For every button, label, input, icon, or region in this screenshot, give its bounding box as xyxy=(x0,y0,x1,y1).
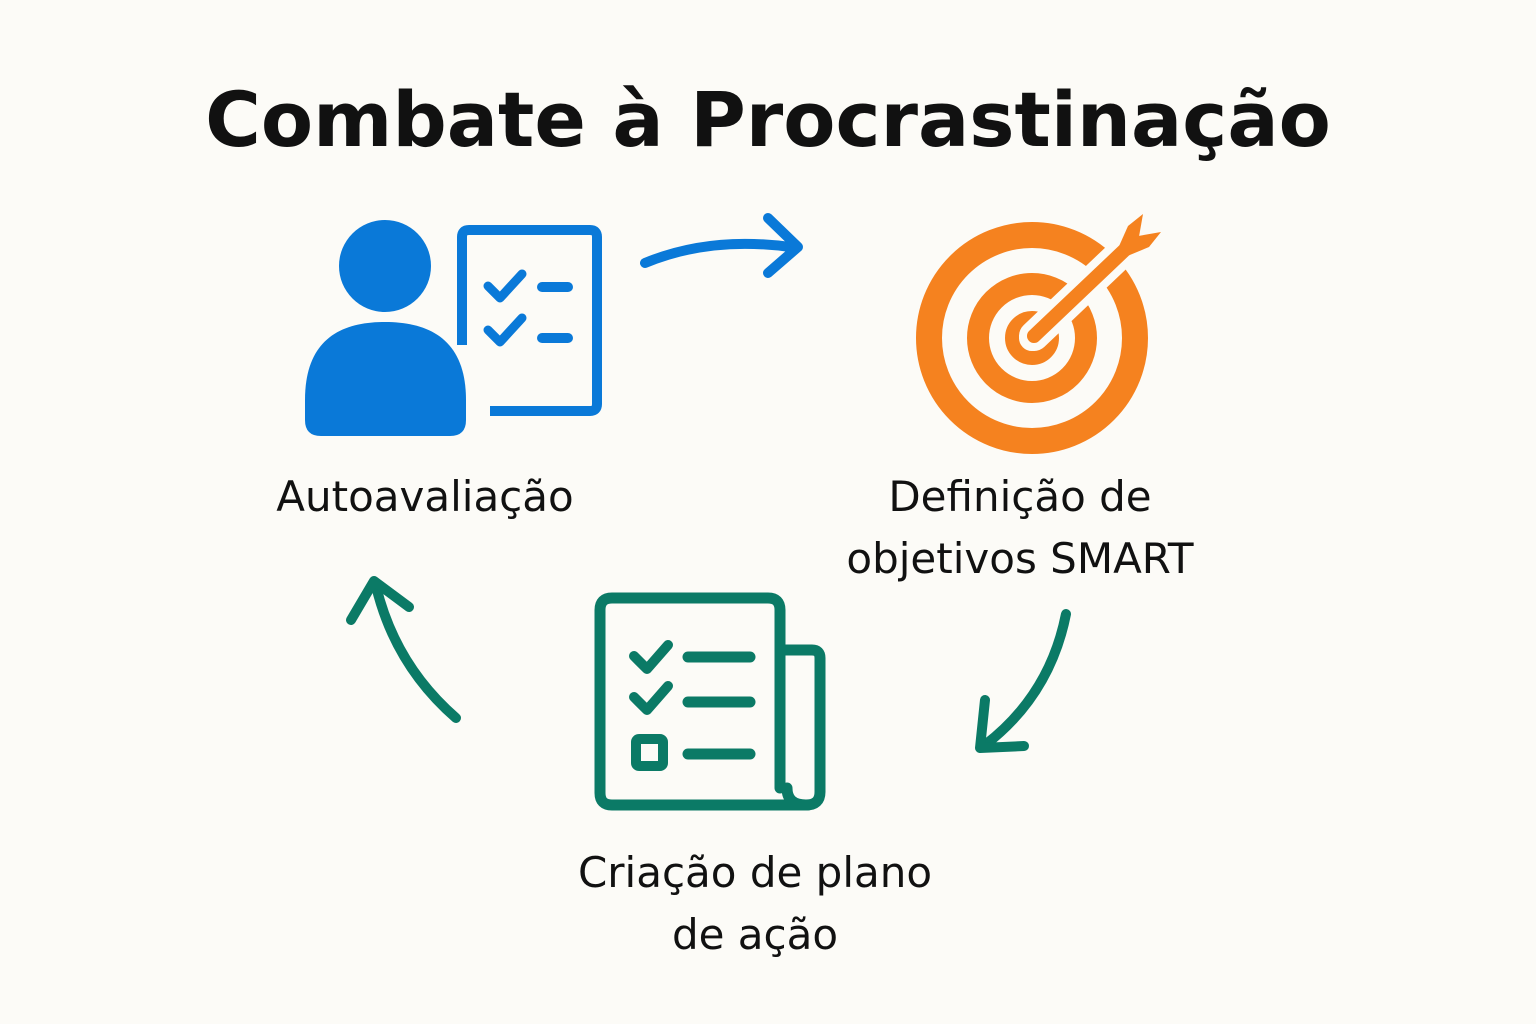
step-label-plano-de-acao: Criação de plano de ação xyxy=(505,842,1005,966)
step-label-autoavaliacao: Autoavaliação xyxy=(225,466,625,528)
target-with-arrow-icon xyxy=(916,214,1161,454)
step-label-line: Definição de xyxy=(888,472,1152,521)
curved-arrow-right-icon xyxy=(640,213,803,278)
step-label-line: de ação xyxy=(671,910,839,959)
curved-arrow-down-icon xyxy=(975,609,1071,753)
step-label-objetivos-smart: Definição de objetivos SMART xyxy=(770,466,1270,590)
curved-arrow-up-icon xyxy=(346,576,461,723)
person-with-checklist-icon xyxy=(305,220,602,436)
diagram-title: Combate à Procrastinação xyxy=(205,75,1331,164)
step-label-line: Autoavaliação xyxy=(276,472,574,521)
step-label-line: objetivos SMART xyxy=(846,534,1194,583)
action-plan-checklist-icon xyxy=(594,592,826,811)
step-label-line: Criação de plano xyxy=(577,848,933,897)
person-icon xyxy=(305,220,466,436)
checklist-document-icon xyxy=(457,225,602,416)
